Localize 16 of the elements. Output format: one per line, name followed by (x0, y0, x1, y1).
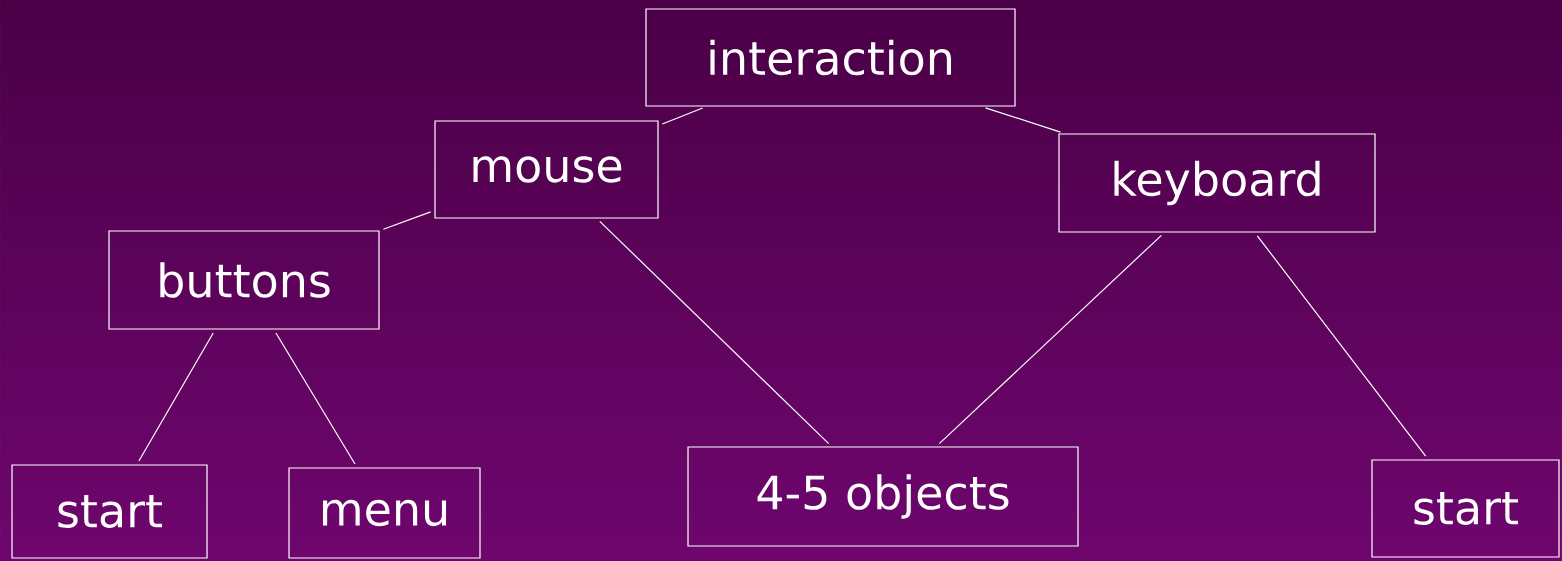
label-box: start (1371, 459, 1560, 558)
connector-line (275, 332, 356, 465)
label-box: start (11, 464, 208, 559)
label-box: interaction (645, 8, 1016, 107)
connector-line (984, 107, 1062, 133)
label-box: 4-5 objects (687, 446, 1079, 547)
label-box: buttons (108, 230, 380, 330)
connector-line (938, 234, 1162, 445)
connector-line (382, 211, 432, 230)
label-box: mouse (434, 120, 659, 219)
connector-line (661, 107, 704, 125)
connector-line (1256, 235, 1427, 457)
label-box: keyboard (1058, 133, 1376, 233)
connector-line (599, 220, 830, 445)
connector-line (138, 332, 214, 462)
label-box: menu (288, 467, 481, 559)
